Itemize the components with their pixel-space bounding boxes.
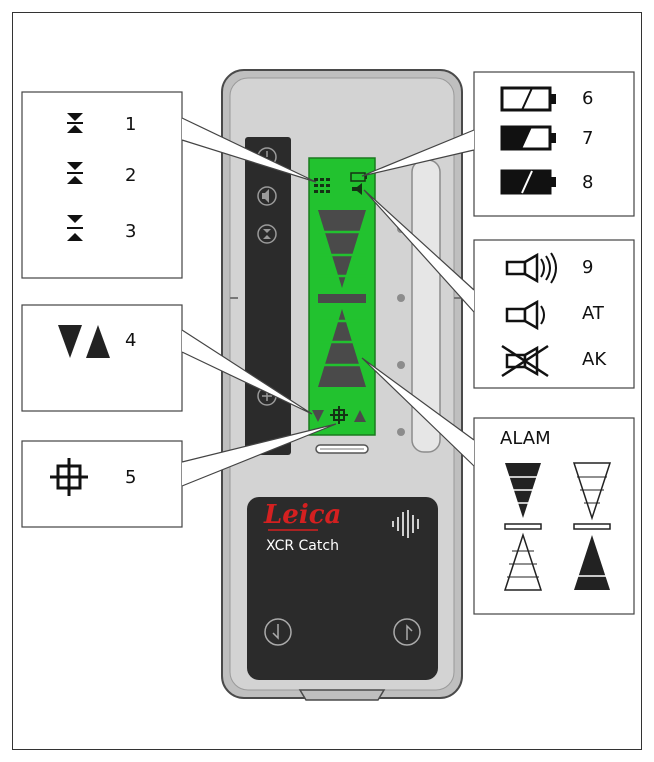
callout-label-ak: AK (582, 349, 607, 370)
clamp-left-icon[interactable] (264, 618, 292, 646)
sensor-wave-icon (392, 510, 419, 538)
callout-label-6: 6 (582, 88, 594, 109)
callout-box-accuracy (21, 91, 183, 279)
side-rail (230, 159, 462, 453)
callout-label-3: 3 (125, 221, 137, 242)
callout-label-4: 4 (125, 330, 137, 351)
accuracy-button[interactable] (257, 224, 277, 244)
brand-panel (247, 497, 438, 680)
callout-label-9: 9 (582, 257, 594, 278)
leader-lines (181, 117, 475, 487)
callout-box-alarm (473, 417, 635, 615)
speaker-quiet-icon (505, 299, 545, 331)
callout-label-2: 2 (125, 165, 137, 186)
accuracy-button-icon (257, 224, 277, 244)
speaker-loud-icon (505, 252, 557, 284)
battery-full-icon (500, 86, 556, 112)
clamp-right-icon[interactable] (393, 618, 421, 646)
battery-half-icon (500, 125, 556, 151)
alarm-pattern-b-icon (572, 462, 612, 590)
direction-arrows-icon (58, 325, 110, 358)
marking-groove (315, 444, 369, 454)
volume-button[interactable] (257, 186, 277, 206)
callout-label-7: 7 (582, 128, 594, 149)
callout-label-5: 5 (125, 467, 137, 488)
callout-box-battery (473, 71, 635, 217)
on-grade-icon (50, 458, 88, 496)
accuracy-medium-icon (67, 162, 83, 184)
volume-button-icon (257, 186, 277, 206)
brand-logo: Leica (264, 500, 342, 530)
accuracy-coarse-icon (67, 215, 83, 241)
alarm-pattern-a-icon (503, 463, 543, 591)
speaker-mute-icon (501, 344, 549, 378)
callout-label-at: AT (582, 303, 604, 324)
accuracy-fine-icon (67, 113, 83, 133)
callout-box-on-grade (21, 440, 183, 528)
callout-box-volume (473, 239, 635, 389)
callout-label-alarm: ALAM (500, 428, 551, 449)
button-strip (245, 137, 291, 455)
callout-label-1: 1 (125, 114, 137, 135)
callout-label-8: 8 (582, 172, 594, 193)
battery-low-icon (500, 169, 556, 195)
lcd-display (308, 157, 376, 436)
model-name: XCR Catch (266, 538, 339, 554)
